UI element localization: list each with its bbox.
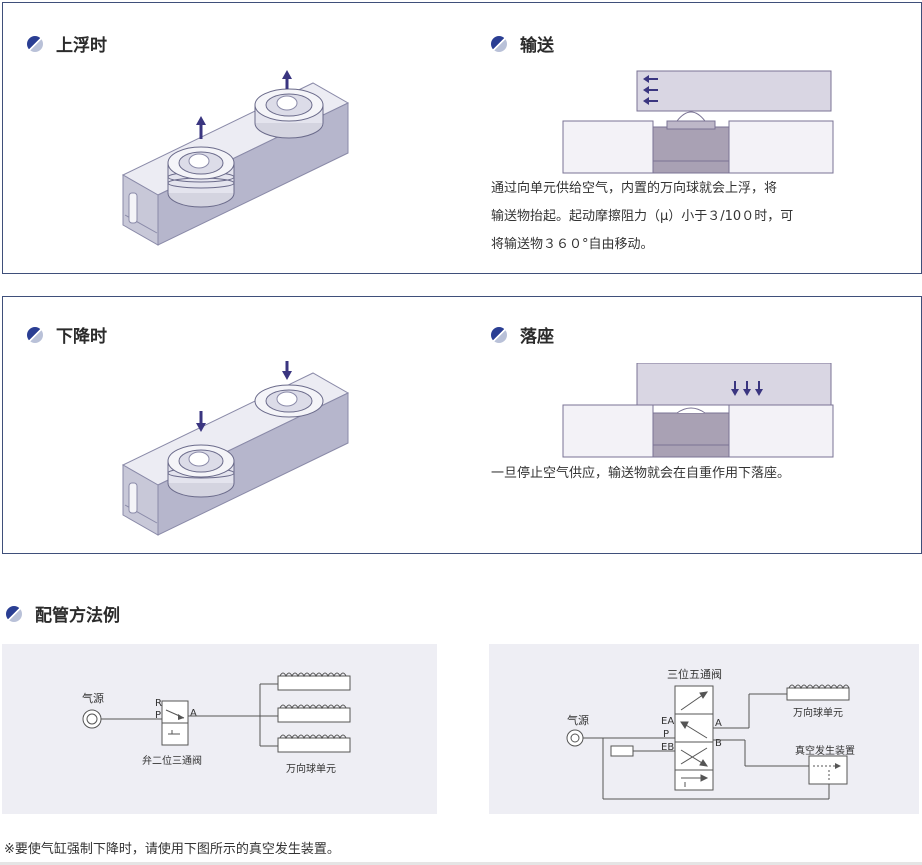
convey-description: 通过向单元供给空气，内置的万向球就会上浮，将 输送物抬起。起动摩擦阻力（μ）小于…	[491, 175, 793, 259]
left-port-p: P	[155, 710, 161, 721]
heading-piping: 配管方法例	[6, 601, 120, 626]
bottom-divider	[0, 862, 922, 865]
right-port-ea: EA	[661, 716, 674, 727]
heading-convey: 输送	[491, 31, 554, 56]
piping-3pos-svg: 三位五通阀 EA P EB A B 气源	[566, 667, 855, 800]
piping-diagram-2way: 气源 R P A 弁二位三通阀 万向球单元	[2, 644, 437, 814]
seat-description: 一旦停止空气供应，输送物就会在自重作用下落座。	[491, 460, 790, 488]
right-valve-title: 三位五通阀	[667, 667, 722, 681]
panel-float-convey: 上浮时 输送	[2, 2, 922, 274]
heading-lower-text: 下降时	[56, 327, 107, 347]
ball-unit-lower-illustration	[121, 361, 350, 536]
bullet-icon	[27, 326, 43, 343]
heading-piping-text: 配管方法例	[35, 606, 120, 626]
convey-line-1: 通过向单元供给空气，内置的万向球就会上浮，将	[491, 181, 778, 196]
right-port-eb: EB	[661, 742, 674, 753]
right-vacuum-label: 真空发生装置	[795, 744, 855, 757]
bullet-icon	[27, 35, 43, 52]
panel-lower-seat: 下降时 落座	[2, 296, 922, 554]
right-port-p: P	[663, 729, 669, 740]
ball-unit-float-illustration	[121, 70, 350, 246]
left-port-r: R	[155, 698, 162, 709]
piping-2way-svg: 气源 R P A 弁二位三通阀 万向球单元	[82, 672, 351, 775]
left-valve-label: 弁二位三通阀	[142, 754, 202, 767]
convey-line-3: 将输送物３６０°自由移动。	[491, 237, 654, 252]
right-source-label: 气源	[567, 713, 589, 727]
left-source-label: 气源	[82, 691, 104, 705]
left-unit-label: 万向球单元	[286, 762, 336, 775]
heading-float-text: 上浮时	[56, 36, 107, 56]
bullet-icon	[6, 605, 22, 622]
left-port-a: A	[190, 708, 197, 719]
convey-cross-section	[562, 70, 834, 174]
footnote: ※要使气缸强制下降时，请使用下图所示的真空发生装置。	[4, 842, 340, 857]
right-port-a: A	[715, 718, 722, 729]
heading-lower: 下降时	[27, 322, 107, 347]
convey-line-2: 输送物抬起。起动摩擦阻力（μ）小于３/10０时，可	[491, 209, 794, 224]
right-unit-label: 万向球单元	[793, 706, 843, 719]
right-port-b: B	[715, 738, 722, 749]
bullet-icon	[491, 326, 507, 343]
bullet-icon	[491, 35, 507, 52]
heading-convey-text: 输送	[520, 36, 554, 56]
heading-seat: 落座	[491, 322, 554, 347]
seat-line-1: 一旦停止空气供应，输送物就会在自重作用下落座。	[491, 466, 791, 481]
seat-cross-section	[562, 363, 834, 458]
piping-diagram-3pos: 三位五通阀 EA P EB A B 气源	[489, 644, 919, 814]
heading-float: 上浮时	[27, 31, 107, 56]
heading-seat-text: 落座	[520, 327, 554, 347]
